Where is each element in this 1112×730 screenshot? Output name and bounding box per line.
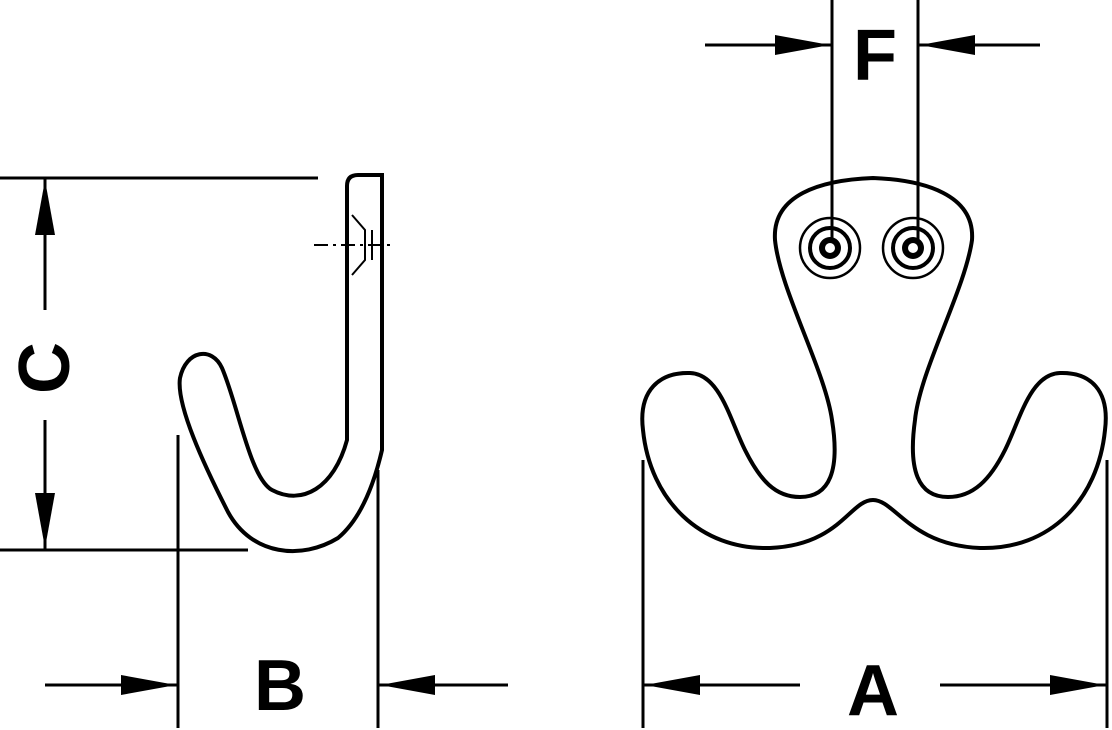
screw-countersink <box>351 214 373 276</box>
f-arrow-right <box>775 35 830 55</box>
screw-hole-left-outer <box>798 216 862 280</box>
screw-hole-left-dot <box>825 243 835 253</box>
a-arrow-left <box>645 675 700 695</box>
a-arrow-right <box>1050 675 1105 695</box>
c-arrow-up <box>35 180 55 235</box>
label-b: B <box>254 646 306 726</box>
label-a: A <box>847 651 899 730</box>
front-view-hook <box>640 175 1108 551</box>
screw-hole-left-mid <box>808 226 852 270</box>
label-f: F <box>853 16 897 96</box>
b-arrow-right <box>121 675 176 695</box>
label-c: C <box>5 342 85 394</box>
screw-hole-right-mid <box>891 226 935 270</box>
screw-hole-right-outer <box>881 216 945 280</box>
f-arrow-left <box>920 35 975 55</box>
c-arrow-down <box>35 493 55 548</box>
side-view-hook <box>177 173 384 553</box>
b-arrow-left <box>380 675 435 695</box>
screw-hole-right-dot <box>908 243 918 253</box>
